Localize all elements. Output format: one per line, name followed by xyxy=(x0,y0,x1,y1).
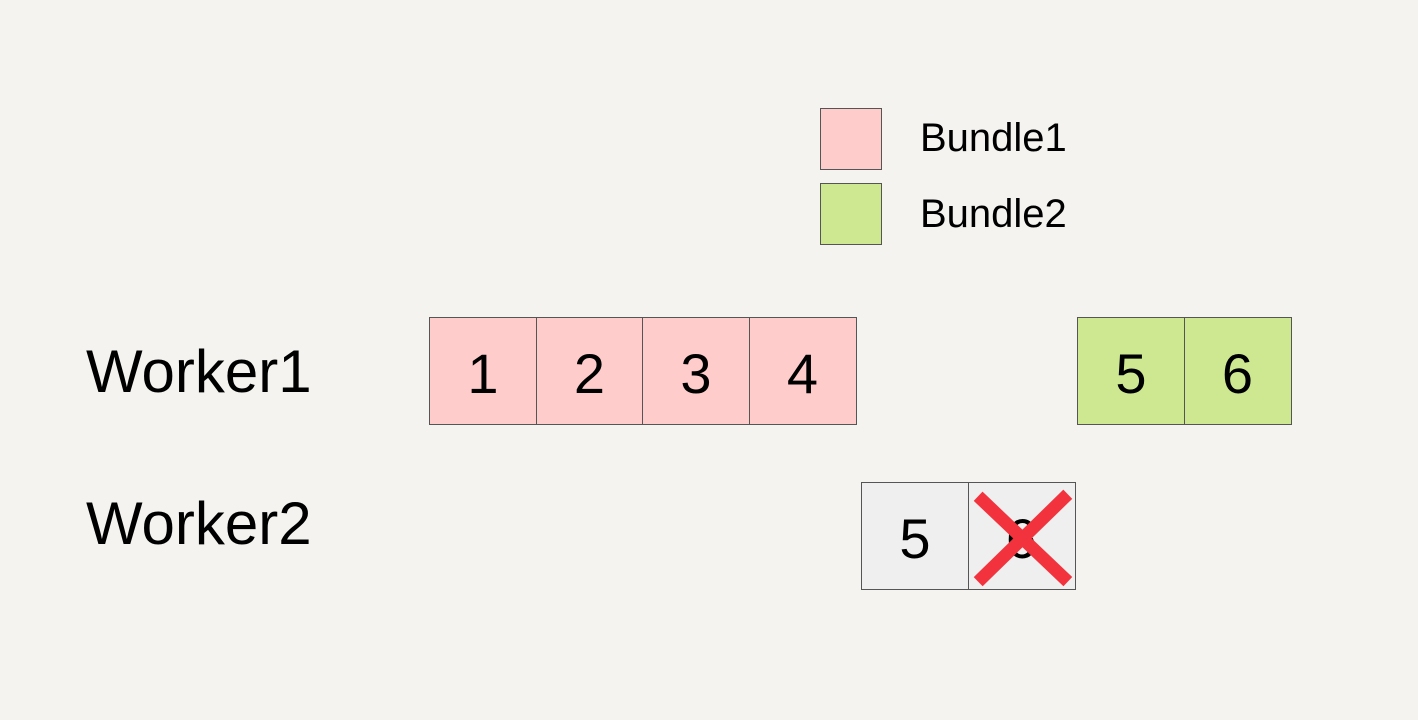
legend-swatch-bundle1 xyxy=(820,108,882,170)
worker2-cell-6-failed: 6 xyxy=(967,482,1076,590)
worker2-label: Worker2 xyxy=(86,490,312,557)
worker2-cell-5: 5 xyxy=(861,482,969,590)
cell-number: 6 xyxy=(1221,341,1254,405)
cell-number: 6 xyxy=(1005,506,1038,570)
legend-label-bundle1: Bundle1 xyxy=(920,116,1067,160)
worker1-cell-6: 6 xyxy=(1183,317,1292,425)
worker1-label: Worker1 xyxy=(86,338,312,405)
worker1-bundle2-group: 5 6 xyxy=(1077,317,1292,425)
worker1-cell-3: 3 xyxy=(642,317,750,425)
worker2-group: 5 6 xyxy=(861,482,1076,590)
cell-number: 5 xyxy=(899,506,931,570)
worker1-cell-5: 5 xyxy=(1077,317,1185,425)
worker1-cell-2: 2 xyxy=(535,317,644,425)
worker1-cell-4: 4 xyxy=(748,317,857,425)
worker1-cell-1: 1 xyxy=(429,317,537,425)
cell-number: 2 xyxy=(573,341,606,405)
worker1-bundle1-group: 1 2 3 4 xyxy=(429,317,857,425)
cell-number: 4 xyxy=(786,341,819,405)
cell-number: 3 xyxy=(680,341,712,405)
legend-label-bundle2: Bundle2 xyxy=(920,192,1067,236)
legend-swatch-bundle2 xyxy=(820,183,882,245)
cell-number: 5 xyxy=(1115,341,1147,405)
cell-number: 1 xyxy=(467,341,499,405)
